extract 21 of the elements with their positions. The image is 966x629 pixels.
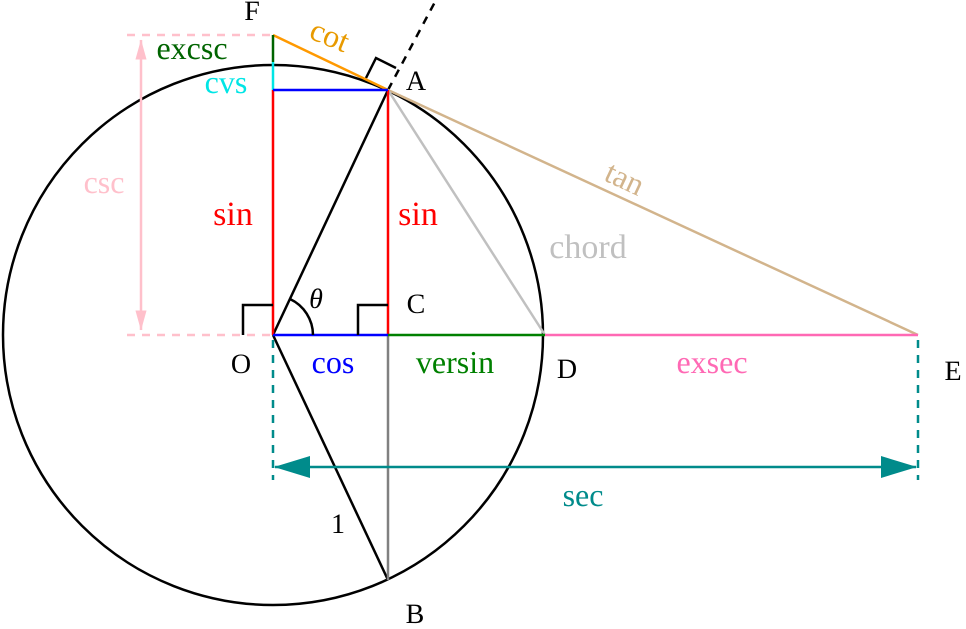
function-label: sec	[562, 479, 604, 511]
function-label: sin	[398, 198, 438, 232]
function-label: cot	[306, 12, 354, 58]
function-label: cvs	[204, 66, 248, 98]
point-label: B	[406, 601, 424, 629]
point-label: E	[944, 358, 962, 386]
point-label: A	[406, 68, 426, 96]
function-label: versin	[416, 346, 494, 378]
angle-label: θ	[309, 286, 323, 314]
point-label: C	[406, 291, 426, 319]
function-label: csc	[84, 166, 124, 198]
point-label: D	[556, 356, 578, 384]
function-label: chord	[549, 231, 627, 265]
function-label: exsec	[676, 346, 748, 378]
function-label: cos	[312, 346, 354, 378]
radius-label: 1	[331, 511, 345, 539]
point-label: O	[230, 351, 252, 379]
function-label: sin	[213, 198, 253, 232]
point-label: F	[244, 0, 260, 26]
function-label: tan	[600, 155, 650, 201]
function-label: excsc	[156, 32, 228, 64]
